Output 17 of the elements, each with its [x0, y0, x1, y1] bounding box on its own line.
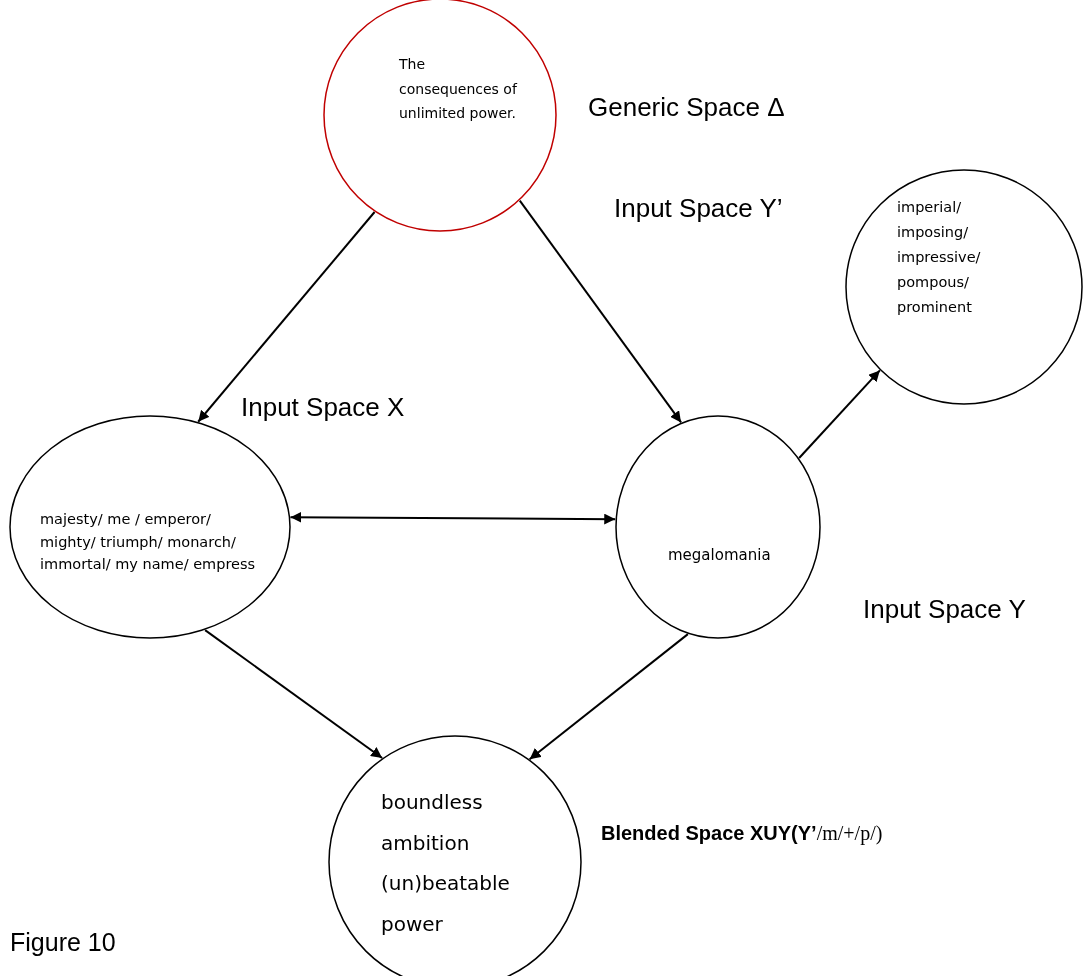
arrow [518, 199, 683, 424]
space-label: Blended Space XUY(Y’/m/+/p/) [601, 822, 883, 845]
node-text: The consequences of unlimited power. [399, 55, 519, 123]
arrow [204, 629, 384, 759]
space-label: Generic Space Δ [588, 92, 785, 123]
arrow [289, 511, 617, 525]
node-text: majesty/ me / emperor/ mighty/ triumph/ monarch/ immortal/ my name/ empress [40, 510, 257, 575]
space-label: Input Space Y’ [614, 193, 783, 224]
arrow [798, 369, 881, 460]
arrow [197, 211, 376, 423]
node-text: boundless ambition (un)beatable power [381, 789, 511, 938]
space-label: Input Space X [241, 392, 405, 423]
node-text: megalomania [668, 545, 772, 566]
arrow [528, 633, 689, 761]
space-label: Input Space Y [863, 594, 1026, 625]
figure-caption: Figure 10 [10, 928, 116, 957]
node-text: imperial/ imposing/ impressive/ pompous/ prominent [897, 198, 982, 317]
